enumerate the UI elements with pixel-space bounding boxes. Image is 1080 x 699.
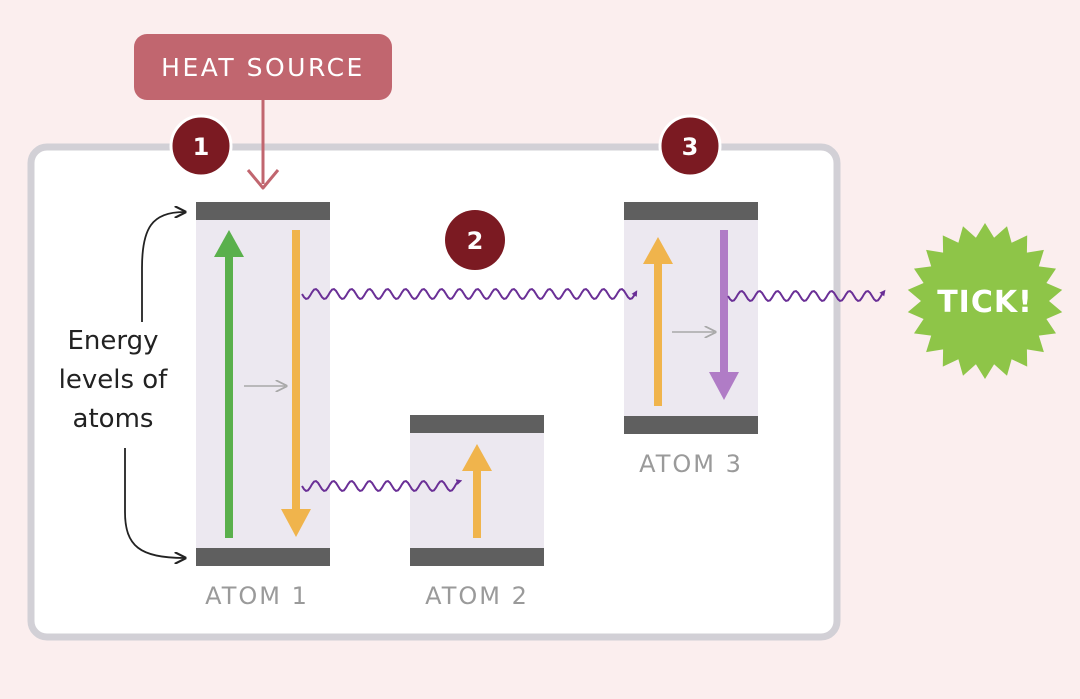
atom-2-label: ATOM 2 (425, 582, 529, 610)
step-badge-1-circle (169, 114, 233, 178)
heat-source-arrow-head (246, 169, 280, 190)
tick-burst: TICK! (907, 223, 1063, 379)
atom-1-column (196, 220, 330, 548)
atom-3-column (624, 220, 758, 416)
heat-source-label: HEAT SOURCE (161, 53, 365, 82)
bracket-lower-curve (124, 448, 184, 558)
step-badge-2-circle (445, 210, 505, 270)
atom-1-upper-level (196, 202, 330, 220)
step-badge-1: 1 (169, 114, 233, 178)
atom-1-excite-arrow-head (214, 230, 244, 257)
step-badge-1-number: 1 (193, 133, 210, 161)
tick-label: TICK! (937, 285, 1033, 320)
atom-1-decay-arrow-head (281, 509, 311, 537)
atom-1-label: ATOM 1 (205, 582, 309, 610)
energy-label-line-1: Energy (67, 326, 158, 356)
atom-2-lower-level (410, 548, 544, 566)
atom-1-lower-level (196, 548, 330, 566)
heat-source: HEAT SOURCE (134, 34, 392, 190)
step-badge-3: 3 (658, 114, 722, 178)
step-badge-2: 2 (445, 210, 505, 270)
atom-3-lower-level (624, 416, 758, 434)
step-badge-3-circle (658, 114, 722, 178)
atom-3-upper-level (624, 202, 758, 220)
atom-3-emit-arrow-head (709, 372, 739, 400)
photon-wave-atom3-to-tick (727, 289, 886, 303)
atom-1: ATOM 1 (196, 202, 330, 610)
step-badge-3-number: 3 (682, 133, 699, 161)
photon-wave-atom1-to-atom3 (301, 287, 638, 301)
step-badge-2-number: 2 (467, 227, 484, 255)
tick-burst-shape (907, 223, 1063, 379)
atom-3: ATOM 3 (624, 202, 758, 478)
atom-3-excite-arrow-head (643, 237, 673, 264)
energy-label-line-2: levels of (59, 365, 169, 395)
atom-3-label: ATOM 3 (639, 450, 743, 478)
atom-2-upper-level (410, 415, 544, 433)
photon-wave-atom1-to-atom2 (301, 479, 463, 493)
bracket-upper-curve (141, 212, 184, 322)
atom-2: ATOM 2 (410, 415, 544, 610)
energy-levels-bracket: Energy levels of atoms (59, 212, 184, 558)
energy-label-line-3: atoms (73, 404, 154, 434)
atom-2-excite-arrow-head (462, 444, 492, 471)
heat-source-box (134, 34, 392, 100)
